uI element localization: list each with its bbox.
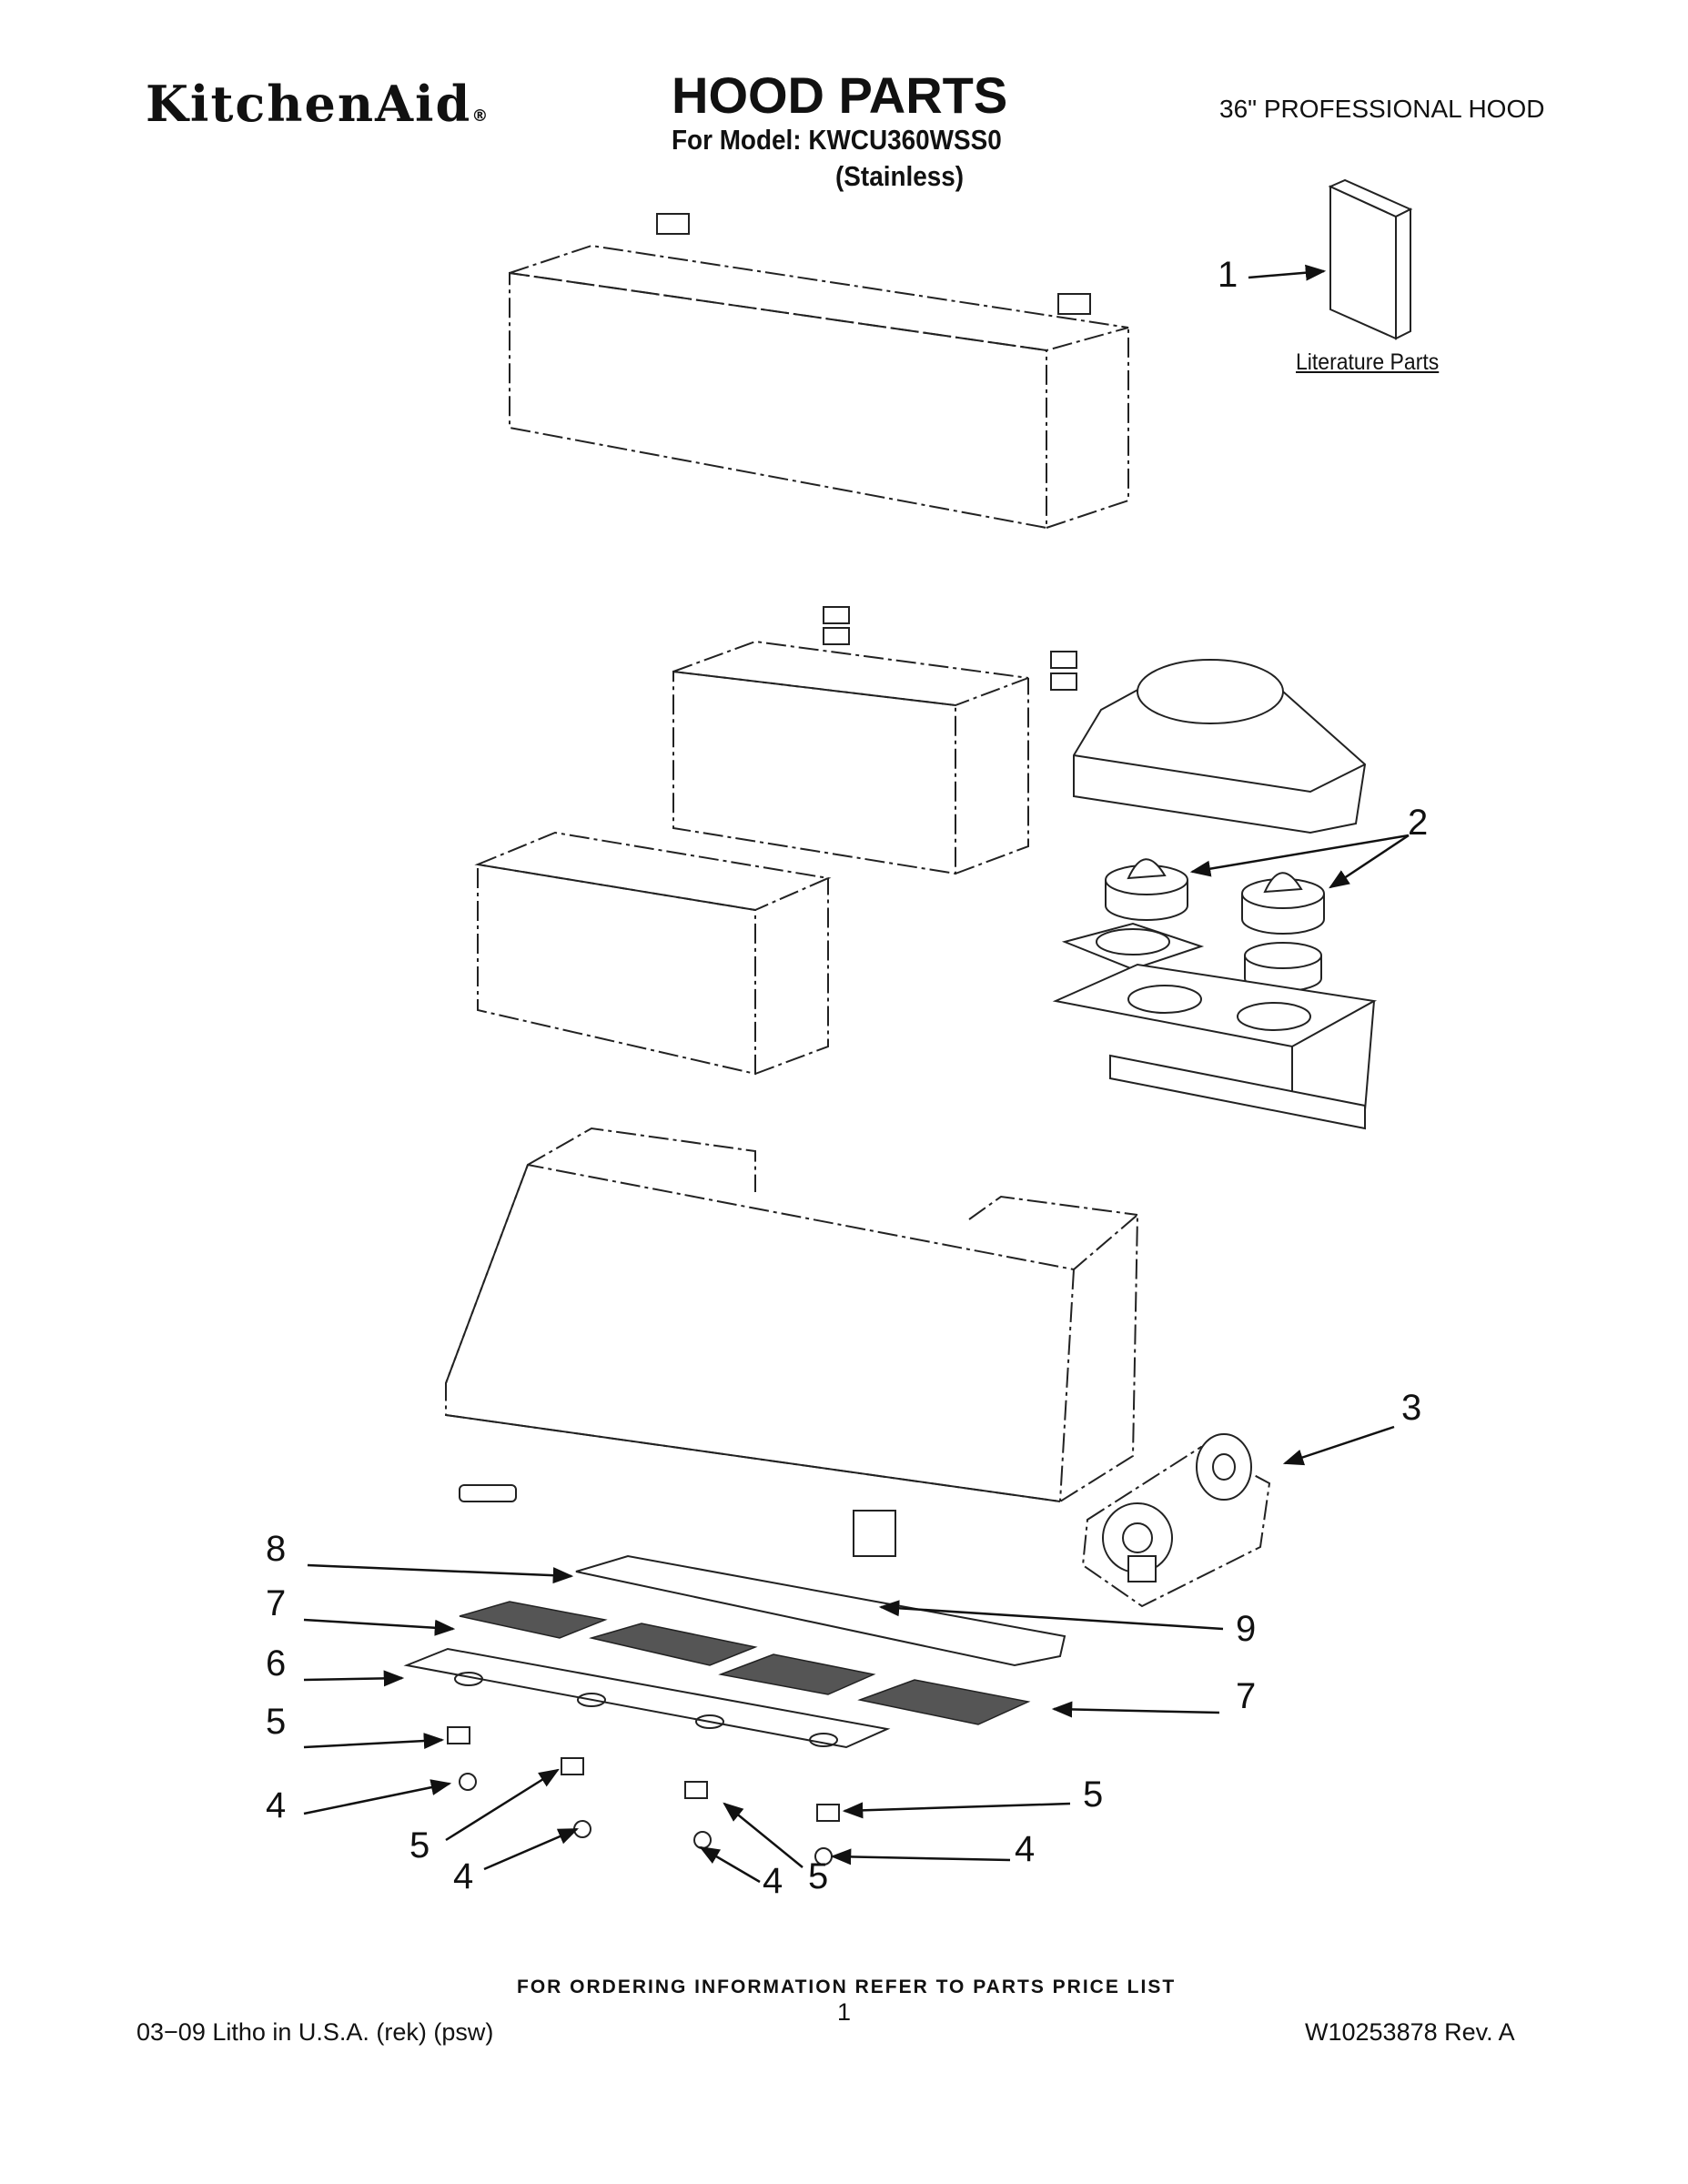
callout-8: 8 <box>266 1529 287 1569</box>
callout-4-right: 4 <box>1015 1829 1036 1869</box>
print-info: 03−09 Litho in U.S.A. (rek) (psw) <box>136 2018 494 2046</box>
lamp-sockets <box>447 1726 840 1822</box>
literature-parts-label: Literature Parts <box>1296 349 1440 375</box>
literature-booklet <box>1328 178 1413 340</box>
finish-label: (Stainless) <box>835 160 965 192</box>
callout-4-center-left: 4 <box>453 1856 474 1896</box>
ordering-note: FOR ORDERING INFORMATION REFER TO PARTS … <box>517 1977 1177 1997</box>
damper-left <box>1105 858 1188 921</box>
callout-4-left: 4 <box>266 1785 287 1825</box>
brand-logo: KitchenAid® <box>146 75 490 133</box>
leader-lines <box>303 264 1410 1884</box>
page-number: 1 <box>837 1998 852 2026</box>
page-title: HOOD PARTS <box>672 66 1008 124</box>
grease-filters <box>459 1601 1031 1725</box>
brand-name: KitchenAid <box>146 75 472 133</box>
lamp-bulbs <box>459 1773 833 1866</box>
callout-2: 2 <box>1408 803 1429 843</box>
document-number: W10253878 Rev. A <box>1305 2018 1515 2046</box>
model-number: For Model: KWCU360WSS0 <box>672 124 1002 156</box>
callout-7-right: 7 <box>1236 1676 1257 1716</box>
filter-rail <box>575 1510 1066 1667</box>
callout-3: 3 <box>1401 1388 1422 1428</box>
callout-7-left: 7 <box>266 1583 287 1623</box>
lower-duct-cover <box>474 831 832 1076</box>
callout-9: 9 <box>1236 1609 1257 1649</box>
callout-5-center-left: 5 <box>409 1825 430 1866</box>
callout-4-center-right: 4 <box>763 1861 783 1901</box>
callout-1: 1 <box>1218 255 1238 295</box>
callout-5-right: 5 <box>1083 1774 1104 1815</box>
damper-right <box>1241 872 1325 935</box>
hood-body <box>445 1127 1139 1503</box>
callout-6: 6 <box>266 1643 287 1684</box>
callout-5-center-right: 5 <box>808 1856 829 1896</box>
blower-motor <box>1081 1433 1271 1608</box>
registered-mark: ® <box>471 106 490 126</box>
duct-collars-plate <box>1052 922 1378 1130</box>
upper-duct-cover <box>509 213 1129 530</box>
middle-duct-cover <box>672 606 1077 875</box>
blower-transition <box>1073 659 1367 834</box>
product-name: 36" PROFESSIONAL HOOD <box>1219 95 1545 123</box>
callout-5-left: 5 <box>266 1702 287 1742</box>
bottom-panel <box>403 1647 891 1749</box>
